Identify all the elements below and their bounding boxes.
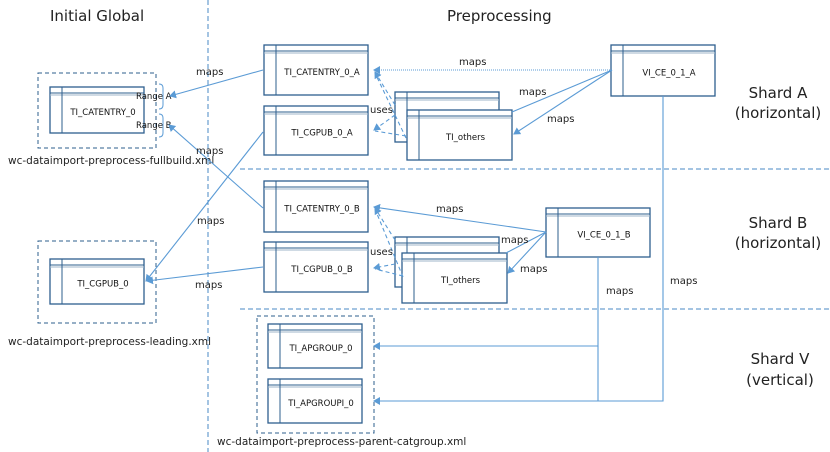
label-maps-11: maps — [606, 286, 633, 297]
group-leading — [37, 240, 157, 324]
edge-uses-a-3 — [373, 114, 396, 131]
shard-v-type: (vertical) — [746, 371, 814, 389]
edge-vi-ce-b-to-others — [507, 231, 547, 274]
table-vi-ce-0-1-a: VI_CE_0_1_A — [610, 44, 716, 97]
table-ti-catentry-0-label: TI_CATENTRY_0 — [69, 108, 135, 118]
range-a-brace — [158, 83, 164, 110]
table-ti-cgpub-0-b-label: TI_CGPUB_0_B — [290, 265, 353, 275]
table-ti-apgroup-0-label: TI_APGROUP_0 — [288, 344, 352, 354]
shard-a-type: (horizontal) — [735, 104, 822, 122]
range-b-brace — [158, 113, 164, 138]
table-ti-others-b: TI_others — [401, 252, 508, 304]
table-ti-others-a-label: TI_others — [445, 133, 486, 143]
edge-uses-b-2 — [374, 208, 404, 278]
edge-uses-a-1 — [374, 71, 396, 106]
shard-v-name: Shard V — [751, 350, 810, 368]
table-ti-apgroupi-0: TI_APGROUPI_0 — [267, 378, 363, 424]
heading-initial-global: Initial Global — [50, 7, 144, 25]
label-maps-1: maps — [196, 67, 223, 78]
edge-catentry-b-to-range-b — [168, 124, 264, 209]
table-ti-cgpub-0-a-label: TI_CGPUB_0_A — [290, 129, 353, 139]
edge-uses-b-1 — [374, 207, 396, 241]
label-maps-9: maps — [501, 235, 528, 246]
shard-a-name: Shard A — [749, 84, 808, 102]
label-maps-10: maps — [520, 264, 547, 275]
edge-vi-ce-a-to-others — [513, 69, 613, 135]
table-ti-others-b-label: TI_others — [440, 276, 481, 286]
table-ti-catentry-0-b: TI_CATENTRY_0_B — [263, 180, 369, 233]
edge-vi-ce-a-to-apgroupi — [373, 96, 664, 405]
edge-vi-ce-b-to-others-back — [505, 231, 547, 254]
table-ti-catentry-0-b-label: TI_CATENTRY_0_B — [283, 205, 360, 215]
label-uses-b: uses — [370, 247, 393, 258]
shard-b-type: (horizontal) — [735, 234, 822, 252]
label-maps-4: maps — [195, 280, 222, 291]
label-uses-a: uses — [370, 105, 393, 116]
edge-vi-ce-b-to-catentry-b — [373, 203, 547, 233]
table-ti-catentry-0: TI_CATENTRY_0 — [49, 86, 145, 134]
label-maps-5: maps — [459, 57, 486, 68]
table-vi-ce-0-1-b: VI_CE_0_1_B — [545, 207, 651, 258]
file-parent-catgroup: wc-dataimport-preprocess-parent-catgroup… — [217, 436, 466, 448]
edge-vi-ce-a-to-others-back — [511, 69, 613, 113]
edge-catentry-a-to-range-a — [169, 69, 264, 99]
table-ti-apgroupi-0-label: TI_APGROUPI_0 — [287, 399, 354, 409]
edge-uses-b-4 — [374, 268, 404, 277]
group-parent-catgroup — [256, 315, 375, 434]
table-vi-ce-0-1-a-label: VI_CE_0_1_A — [642, 69, 695, 79]
label-maps-7: maps — [547, 114, 574, 125]
range-a-label: Range A — [136, 92, 172, 102]
edge-cgpub-b-to-cgpub-0 — [146, 266, 264, 285]
shard-b-name: Shard B — [749, 214, 808, 232]
edge-uses-a-4 — [374, 130, 407, 137]
file-leading: wc-dataimport-preprocess-leading.xml — [8, 336, 211, 348]
heading-preprocessing: Preprocessing — [447, 7, 552, 25]
label-maps-8: maps — [436, 204, 463, 215]
label-maps-3: maps — [197, 216, 224, 227]
group-fullbuild — [37, 72, 157, 149]
table-vi-ce-0-1-b-label: VI_CE_0_1_B — [577, 231, 630, 241]
label-maps-2: maps — [196, 146, 223, 157]
table-ti-apgroup-0: TI_APGROUP_0 — [267, 323, 363, 369]
table-ti-others-a: TI_others — [406, 109, 513, 161]
table-ti-cgpub-0-a: TI_CGPUB_0_A — [263, 105, 369, 156]
table-ti-catentry-0-a-label: TI_CATENTRY_0_A — [283, 68, 360, 78]
edge-uses-b-3 — [373, 262, 396, 271]
file-fullbuild: wc-dataimport-preprocess-fullbuild.xml — [8, 155, 214, 167]
range-b-label: Range B — [136, 121, 172, 131]
edge-uses-a-2 — [374, 72, 407, 139]
edge-cgpub-a-to-cgpub-0 — [145, 131, 264, 282]
table-ti-cgpub-0-b: TI_CGPUB_0_B — [263, 241, 369, 293]
table-ti-catentry-0-a: TI_CATENTRY_0_A — [263, 44, 369, 96]
table-ti-cgpub-0-label: TI_CGPUB_0 — [76, 280, 128, 290]
label-maps-12: maps — [670, 276, 697, 287]
table-ti-cgpub-0: TI_CGPUB_0 — [49, 258, 145, 305]
label-maps-6: maps — [519, 87, 546, 98]
